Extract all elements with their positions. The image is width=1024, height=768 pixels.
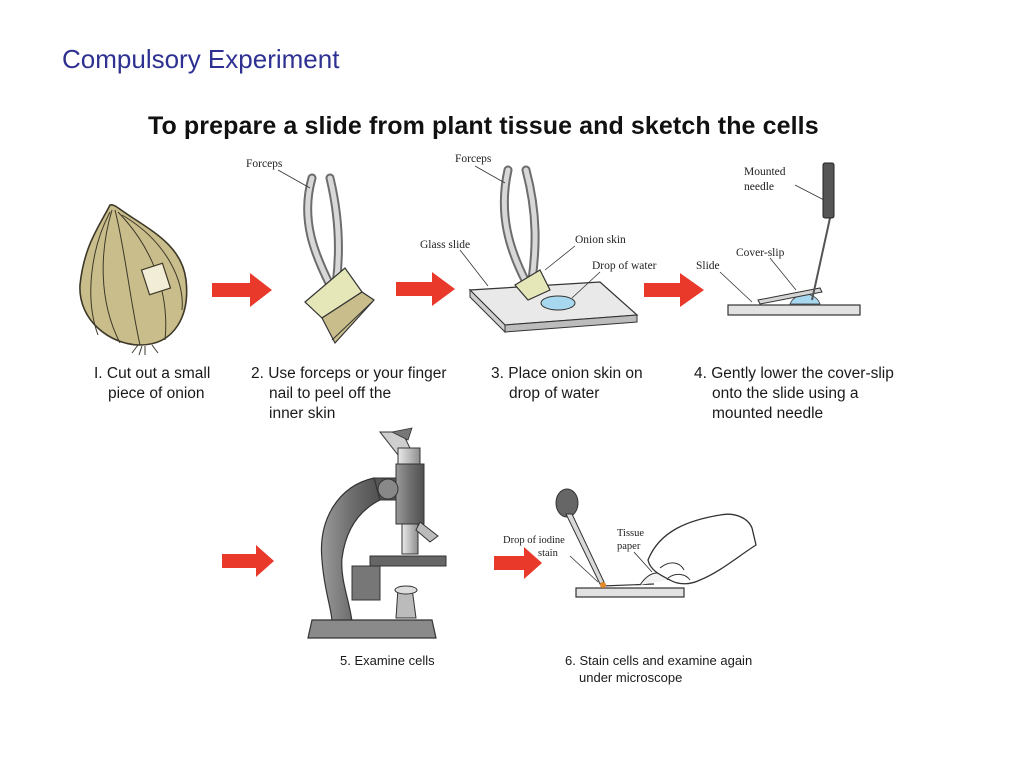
step-1-caption: I. Cut out a small piece of onion [94,364,210,404]
arrow-5 [494,547,542,579]
label-drop-of-water: Drop of water [592,260,657,272]
step-line: 2. Use forceps or your finger [251,365,447,382]
label-slide: Slide [696,260,720,272]
label-tissue-1: Tissue [617,528,644,539]
slide-title: Compulsory Experiment [62,44,340,74]
label-iodine-2: stain [538,548,559,559]
label-cover-slip: Cover-slip [736,247,785,259]
step-5-caption: 5. Examine cells [340,652,435,669]
label-mounted: Mounted [744,166,786,178]
step-4-caption: 4. Gently lower the cover-slip onto the … [694,364,894,424]
step-line: 3. Place onion skin on [491,365,643,382]
step-line: drop of water [509,385,600,402]
forceps-peeling-illustration [277,169,375,345]
step-6-caption: 6. Stain cells and examine again under m… [565,652,752,686]
glass-slide-illustration [459,165,639,334]
label-tissue-2: paper [617,541,641,552]
step-line: inner skin [269,405,336,422]
arrow-2 [396,272,455,306]
step-3-caption: 3. Place onion skin on drop of water [491,364,643,404]
step-line: under microscope [579,670,683,685]
step-line: 4. Gently lower the cover-slip [694,365,894,382]
arrow-4 [222,545,274,577]
onion-illustration [79,204,188,356]
label-glass-slide: Glass slide [420,239,470,251]
step-line: piece of onion [108,385,205,402]
label-forceps-2: Forceps [455,153,492,165]
arrow-3 [644,273,704,307]
step-line: onto the slide using a [712,385,859,402]
diagram-title: To prepare a slide from plant tissue and… [148,112,819,140]
microscope-illustration [307,427,447,639]
step-line: 5. Examine cells [340,653,435,668]
staining-illustration [555,488,757,598]
step-line: nail to peel off the [269,385,392,402]
label-needle: needle [744,181,774,193]
arrow-1 [212,273,272,307]
step-line: 6. Stain cells and examine again [565,653,753,668]
cover-slip-illustration [719,162,861,316]
step-2-caption: 2. Use forceps or your finger nail to pe… [251,364,447,424]
label-iodine-1: Drop of iodine [503,535,565,546]
step-line: mounted needle [712,405,824,422]
label-onion-skin: Onion skin [575,234,626,246]
label-forceps-1: Forceps [246,158,283,170]
step-line: I. Cut out a small [94,365,211,382]
